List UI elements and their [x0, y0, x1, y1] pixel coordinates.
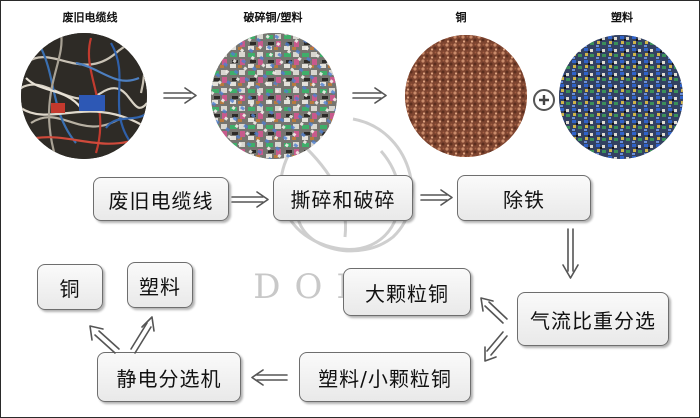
arrow-electrostatic-to-plastic [130, 316, 155, 354]
step-waste-cable: 废旧电缆线 [93, 177, 229, 221]
step-airflow-separation: 气流比重分选 [517, 292, 669, 346]
arrow-to-electrostatic [251, 369, 288, 386]
step-shred-crush: 撕碎和破碎 [273, 175, 413, 221]
arrow-airflow-to-plastic-small-copper [484, 331, 508, 362]
arrow-right-1 [163, 87, 197, 104]
arrow-iron-to-airflow [562, 228, 579, 279]
arrow-cable-to-shred [231, 191, 269, 208]
caption-crushed: 破碎铜/塑料 [243, 11, 303, 24]
step-iron-removal: 除铁 [457, 175, 591, 221]
copper-granules-photo [405, 35, 527, 157]
caption-plastic: 塑料 [611, 11, 633, 24]
crushed-material-photo [211, 33, 337, 159]
step-electrostatic: 静电分选机 [97, 352, 241, 402]
plus-icon [533, 89, 555, 111]
caption-copper: 铜 [455, 11, 467, 24]
step-large-copper: 大颗粒铜 [343, 268, 471, 316]
output-copper: 铜 [37, 264, 103, 310]
arrow-airflow-to-large-copper [480, 297, 508, 324]
step-plastic-small-copper: 塑料/小颗粒铜 [299, 352, 471, 402]
arrow-right-2 [352, 87, 387, 104]
waste-cable-photo [21, 33, 147, 159]
caption-waste-cable: 废旧电缆线 [62, 11, 118, 24]
plastic-granules-photo [559, 35, 683, 159]
arrow-electrostatic-to-copper [89, 325, 120, 354]
output-plastic: 塑料 [127, 262, 193, 308]
arrow-shred-to-iron [420, 189, 453, 206]
